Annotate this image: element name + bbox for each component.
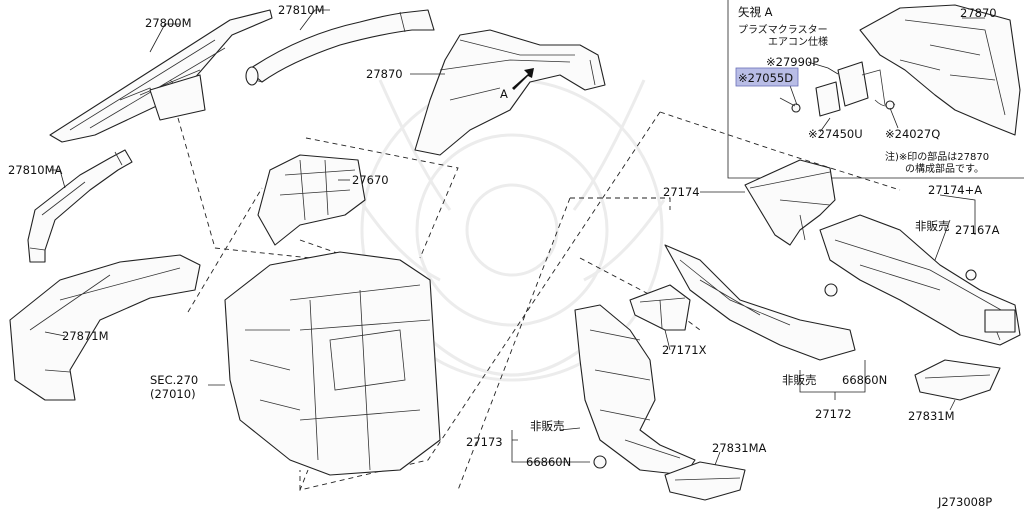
part-27173 [574,304,696,476]
label-27871M: 27871M [62,329,109,343]
part-66860N-clip [593,269,977,469]
part-27174A [819,214,1021,346]
label-sec270-line1: SEC.270 [150,373,198,387]
label-27810M: 27810M [278,3,325,17]
part-sec270-heater-unit [224,251,441,476]
label-27171X: 27171X [662,343,707,357]
inset-label-27055D: ※27055D [738,71,793,85]
inset-label-27990P: ※27990P [766,55,819,69]
inset-view-a: 矢視 A プラズマクラスター エアコン仕様 27870 ※27990P ※270… [727,0,1024,179]
part-27171X [629,284,691,331]
label-27670: 27670 [352,173,389,187]
label-27831M: 27831M [908,409,955,423]
leader-lines [44,9,976,466]
label-not-for-sale-1: 非販売 [915,219,950,233]
inset-border [727,0,1024,179]
label-27800M: 27800M [145,16,192,30]
label-not-for-sale-2: 非販売 [782,373,817,387]
part-27670 [257,154,366,246]
arrow-a-icon [512,68,534,90]
diagram-code: J273008P [937,495,992,509]
label-27810MA: 27810MA [8,163,63,177]
part-27831M [914,359,1001,401]
part-27871M [9,254,201,401]
inset-note-line1: プラズマクラスター [738,23,828,36]
label-27174A: 27174+A [928,183,982,197]
inset-note-line2: エアコン仕様 [768,35,828,48]
label-27167A: 27167A [955,223,1000,237]
inset-label-24027Q: ※24027Q [885,127,940,141]
label-27831MA: 27831MA [712,441,767,455]
part-27831MA [664,461,746,501]
part-27800M [49,9,273,143]
part-27172 [664,244,856,361]
label-66860N-left: 66860N [526,455,571,469]
part-27174 [744,159,836,246]
inset-label-27450U: ※27450U [808,127,863,141]
label-27870: 27870 [366,67,403,81]
label-27174: 27174 [663,185,700,199]
label-66860N-right: 66860N [842,373,887,387]
label-not-for-sale-3: 非販売 [530,419,565,433]
label-27173: 27173 [466,435,503,449]
label-27172: 27172 [815,407,852,421]
highlight-27055D [735,67,799,87]
inset-footnote-line1: 注)※印の部品は27870 [885,150,989,163]
part-27810MA [27,149,133,263]
label-sec270-line2: (27010) [150,387,196,401]
labels: 27800M 27810M 27870 A 27810MA 27670 2787… [8,3,1000,509]
inset-view-label: 矢視 A [738,5,773,19]
inset-footnote-line2: の構成部品です。 [905,162,984,175]
inset-label-27870: 27870 [960,6,997,20]
assembly-dashed-lines [177,111,901,491]
label-arrow-a: A [500,87,508,101]
part-27870-main [414,29,606,156]
part-27810M [245,9,435,86]
